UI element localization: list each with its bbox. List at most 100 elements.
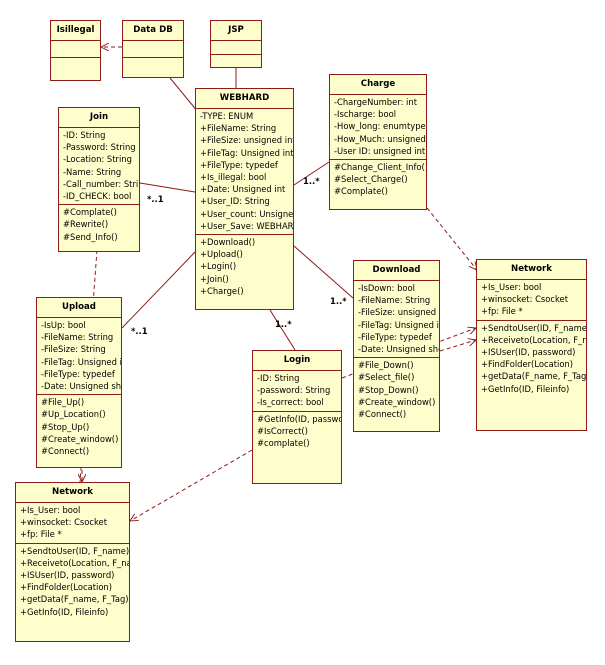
class-name: Data DB xyxy=(133,25,173,35)
class-charge[interactable]: Charge -ChargeNumber: int -Ischarge: bool… xyxy=(329,74,427,210)
member-row: -FileName: String xyxy=(358,295,431,306)
member-row: -How_Much: unsigned int xyxy=(334,133,426,144)
class-upload[interactable]: Upload -IsUp: bool-FileName: String-File… xyxy=(36,297,122,468)
assoc-charge-webhard xyxy=(293,161,330,186)
attributes-section: -ID: String-Password: String-Location: S… xyxy=(59,127,139,204)
attributes-section xyxy=(123,40,183,57)
member-row: +getData(F_name, F_Tag) xyxy=(481,371,587,382)
attributes-section: +Is_User: bool +winsocket: Csocket+fp: Fi… xyxy=(477,279,586,320)
member-row: #IsCorrect() xyxy=(257,425,308,436)
member-row: +GetInfo(ID, Fileinfo) xyxy=(20,606,109,617)
dep-download-network xyxy=(439,340,476,352)
assoc-upload-webhard xyxy=(121,251,196,329)
member-row: +Charge() xyxy=(200,285,244,296)
class-name: Join xyxy=(89,112,109,122)
member-row: +fp: File * xyxy=(481,306,523,317)
attributes-section: -ChargeNumber: int-Ischarge: bool-How_lo… xyxy=(330,94,426,159)
operations-section: #File_Down()#Select_file()#Stop_Down()#C… xyxy=(354,357,439,422)
assoc-download-webhard xyxy=(293,245,354,299)
member-row: -FileName: String xyxy=(41,332,114,343)
member-row: -FileSize: String xyxy=(41,344,106,355)
dep-login-network-left xyxy=(130,449,253,521)
member-row: +User_Save: WEBHARD * xyxy=(200,220,294,231)
member-row: +Receiveto(Location, F_name) xyxy=(20,557,129,568)
member-row: +ISUser(ID, password) xyxy=(481,347,576,358)
attributes-section: +Is_User: bool+winsocket: Csocket+fp: Fi… xyxy=(16,502,129,543)
member-row: -Date: Unsigned short xyxy=(358,344,439,355)
member-row: #File_Up() xyxy=(41,397,85,408)
member-row: +SendtoUser(ID, F_name) xyxy=(481,322,587,333)
class-name: Charge xyxy=(360,79,396,89)
member-row: #Create_window() xyxy=(41,433,119,444)
operations-section: +SendtoUser(ID, F_name)+Receiveto(Locati… xyxy=(477,319,587,397)
operations-section xyxy=(211,54,261,58)
multiplicity-download: 1..* xyxy=(330,296,347,306)
class-login[interactable]: Login -ID: String-password: String-Is_co… xyxy=(252,350,342,484)
member-row: -FileType: typedef xyxy=(41,368,115,379)
attributes-section: -IsUp: bool -FileName: String-FileSize: S… xyxy=(37,317,121,394)
multiplicity-charge: 1..* xyxy=(303,176,320,186)
member-row: #Complate() xyxy=(334,186,388,197)
class-name: WEBHARD xyxy=(219,93,270,103)
member-row: -Date: Unsigned short xyxy=(41,381,122,392)
class-webhard[interactable]: WEBHARD -TYPE: ENUM +FileName: String +Fil… xyxy=(195,88,294,310)
member-row: +Is_User: bool xyxy=(20,505,81,515)
member-row: -ID_CHECK: bool xyxy=(63,191,132,202)
member-row: #Create_window() xyxy=(358,396,436,407)
member-row: +FileName: String xyxy=(200,123,277,134)
member-row: +FileTag: Unsigned int xyxy=(200,147,294,158)
member-row: +Download() xyxy=(200,237,256,248)
member-row: #Connect() xyxy=(358,409,407,420)
assoc-datadb-webhard xyxy=(169,77,199,113)
member-row: -Is_correct: bool xyxy=(257,397,324,408)
member-row: #Connect() xyxy=(41,446,90,457)
operations-section: #GetInfo(ID, password)#IsCorrect()#compl… xyxy=(253,410,341,452)
member-row: #Stop_Up() xyxy=(41,421,90,432)
class-download[interactable]: Download -IsDown: bool -FileName: String -… xyxy=(353,260,440,432)
class-join[interactable]: Join -ID: String-Password: String-Locati… xyxy=(58,107,140,252)
member-row: -FileTag: Unsigned int xyxy=(41,356,122,367)
member-row: +Join() xyxy=(200,273,229,284)
class-network-right[interactable]: Network +Is_User: bool+winsocket: Csocke… xyxy=(476,259,587,431)
member-row: #Select_Charge() xyxy=(334,174,408,185)
member-row: -IsDown: bool xyxy=(358,283,415,293)
member-row: +winsocket: Csocket xyxy=(481,294,568,305)
class-network-left[interactable]: Network +Is_User: bool+winsocket: Csocke… xyxy=(15,482,130,642)
assoc-join-webhard xyxy=(139,182,196,193)
class-data-db[interactable]: Data DB xyxy=(122,20,184,78)
operations-section xyxy=(51,57,100,61)
member-row: #Stop_Down() xyxy=(358,384,419,395)
member-row: -Location: String xyxy=(63,154,132,165)
member-row: -Name: String xyxy=(63,166,122,177)
class-name: Download xyxy=(372,265,421,275)
member-row: -IsUp: bool xyxy=(41,320,86,330)
member-row: -password: String xyxy=(257,385,331,396)
member-row: +Receiveto(Location, F_name) xyxy=(481,334,587,345)
member-row: -TYPE: ENUM xyxy=(200,111,254,121)
member-row: -FileType: typedef xyxy=(358,331,432,342)
operations-section: +Download()+Upload()+Login()+Join()+Char… xyxy=(196,234,293,299)
member-row: #Up_Location() xyxy=(41,409,106,420)
operations-section: #File_Up()#Up_Location()#Stop_Up()#Creat… xyxy=(37,394,121,459)
member-row: +Upload() xyxy=(200,249,243,260)
member-row: #Select_file() xyxy=(358,372,415,383)
member-row: -ID: String xyxy=(257,373,300,383)
multiplicity-join: *..1 xyxy=(147,194,164,204)
member-row: -User ID: unsigned int xyxy=(334,145,426,156)
attributes-section: -TYPE: ENUM+FileName: String+FileSize: u… xyxy=(196,108,293,234)
member-row: -ChargeNumber: int xyxy=(334,97,417,107)
member-row: -Ischarge: bool xyxy=(334,109,397,120)
class-jsp[interactable]: JSP xyxy=(210,20,262,68)
class-isillegal[interactable]: Isillegal xyxy=(50,20,101,81)
member-row: #Rewrite() xyxy=(63,219,109,230)
member-row: +User_count: Unsigned int xyxy=(200,208,294,219)
member-row: +fp: File * xyxy=(20,529,62,540)
multiplicity-upload: *..1 xyxy=(131,326,148,336)
member-row: +GetInfo(ID, Fileinfo) xyxy=(481,383,570,394)
operations-section: #Change_Client_Info()#Select_Charge()#Co… xyxy=(330,159,426,200)
member-row: #GetInfo(ID, password) xyxy=(257,413,341,424)
operations-section: #Complate()#Rewrite()#Send_Info() xyxy=(59,204,139,245)
operations-section: +SendtoUser(ID, F_name)+Receiveto(Locati… xyxy=(16,542,129,620)
member-row: +Is_User: bool xyxy=(481,282,542,292)
member-row: +User_ID: String xyxy=(200,196,270,207)
